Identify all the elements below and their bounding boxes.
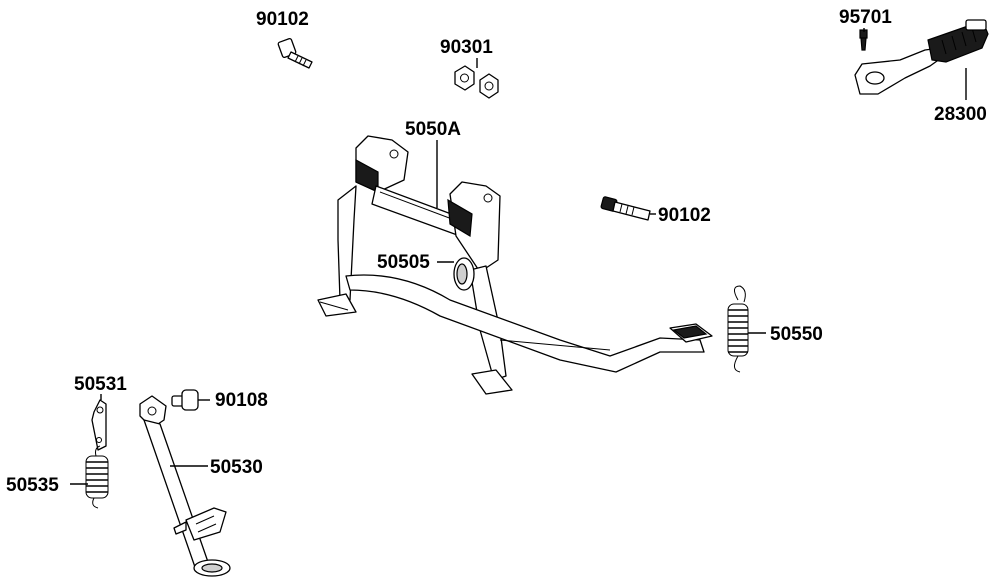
part-label-90108: 90108: [215, 390, 268, 411]
part-label-95701: 95701: [839, 7, 892, 28]
part-label-5050A: 5050A: [405, 119, 461, 140]
spring-50535: [85, 445, 109, 509]
side-stand-50530: [139, 395, 231, 577]
spring-50550: [727, 285, 749, 373]
part-label-50530: 50530: [210, 457, 263, 478]
plate-50531: [91, 399, 107, 451]
nuts-90301: [454, 65, 499, 99]
bolt-90108: [171, 389, 199, 411]
part-label-28300: 28300: [934, 104, 987, 125]
part-label-50531: 50531: [74, 374, 127, 395]
part-label-90301: 90301: [440, 37, 493, 58]
part-label-50505: 50505: [377, 252, 430, 273]
screw-95701: [859, 29, 868, 51]
part-label-90102-mid: 90102: [658, 205, 711, 226]
bolt-90102-mid: [600, 196, 651, 221]
bolt-90102-top: [277, 38, 313, 69]
part-label-50550: 50550: [770, 324, 823, 345]
part-label-50535: 50535: [6, 475, 59, 496]
center-stand-5050A: [317, 135, 713, 395]
kick-pedal-28300: [854, 19, 989, 95]
leader-lines: [70, 28, 967, 485]
part-label-90102-top: 90102: [256, 9, 309, 30]
